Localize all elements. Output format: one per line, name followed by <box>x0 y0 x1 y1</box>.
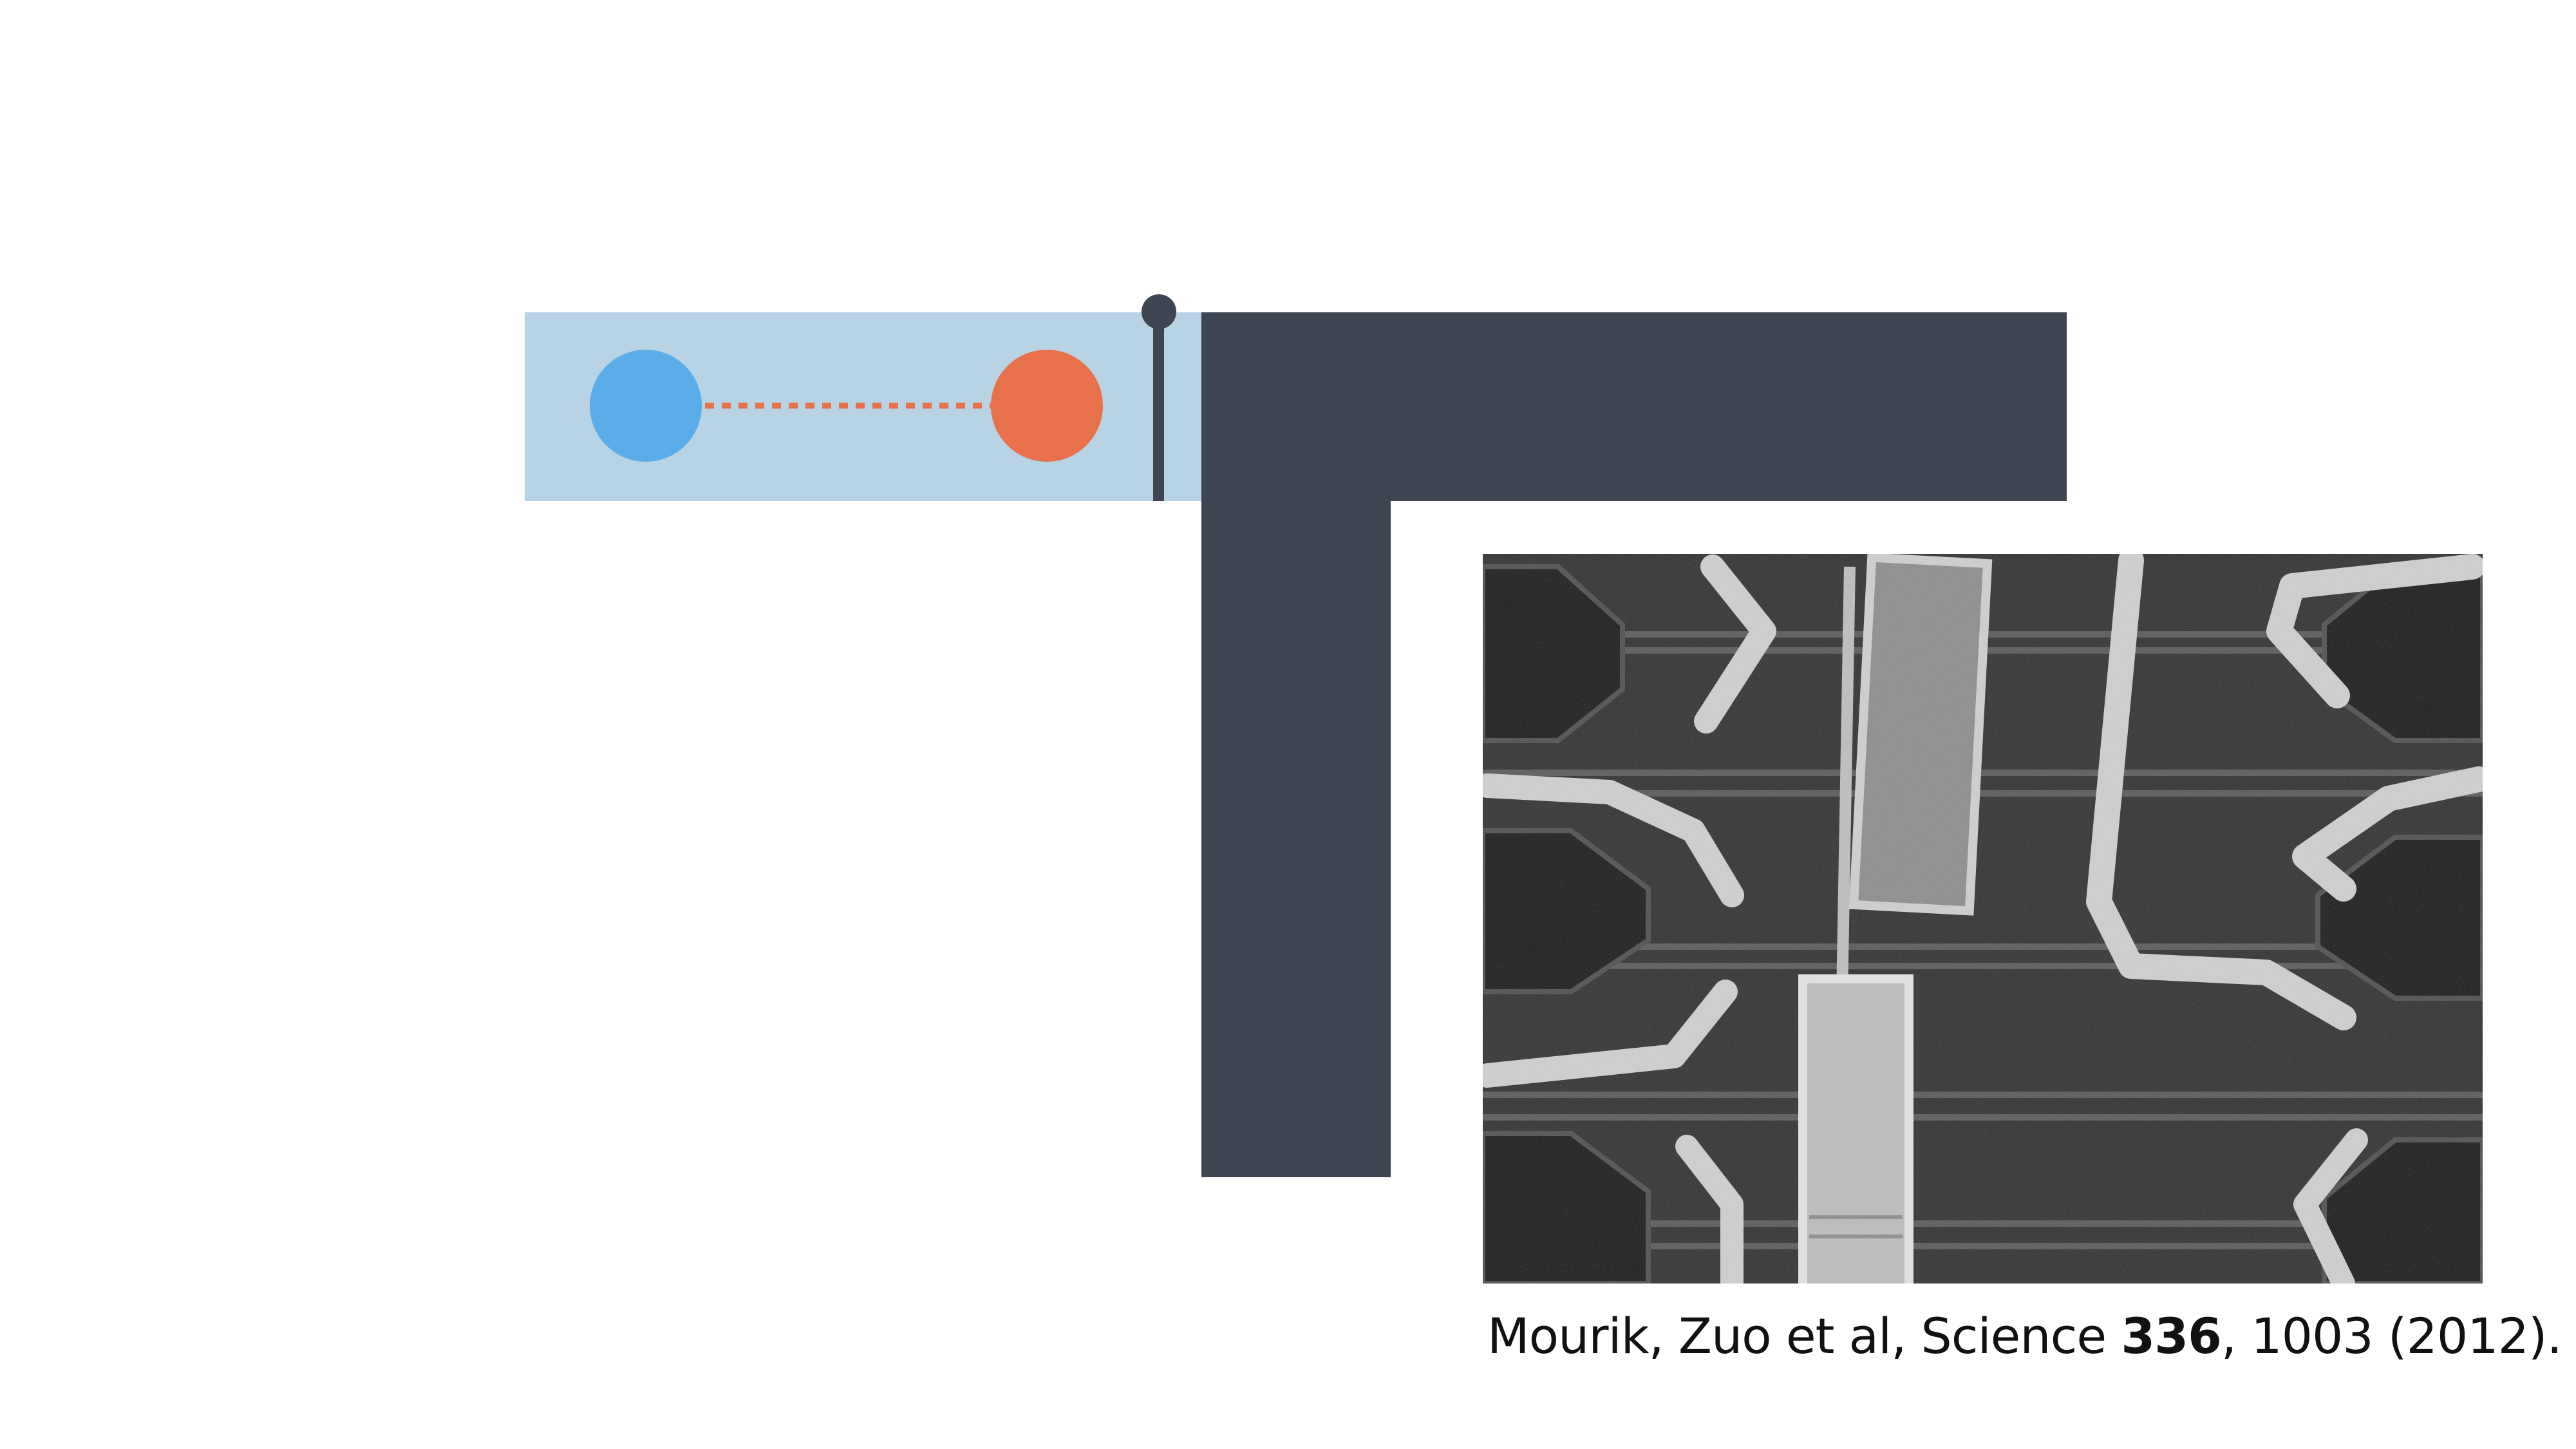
superconductor-lead <box>1201 312 2067 1177</box>
citation-authors: Mourik, Zuo et al, Science <box>1487 1307 2121 1365</box>
left-particle-icon <box>590 350 702 462</box>
citation: Mourik, Zuo et al, Science 336, 1003 (20… <box>1487 1307 2562 1365</box>
right-particle-icon <box>991 350 1103 462</box>
citation-volume: 336 <box>2121 1307 2222 1365</box>
sem-micrograph <box>1483 554 2483 1283</box>
citation-pages: , 1003 (2012). <box>2221 1307 2562 1365</box>
gate-pin-icon <box>1142 294 1176 501</box>
